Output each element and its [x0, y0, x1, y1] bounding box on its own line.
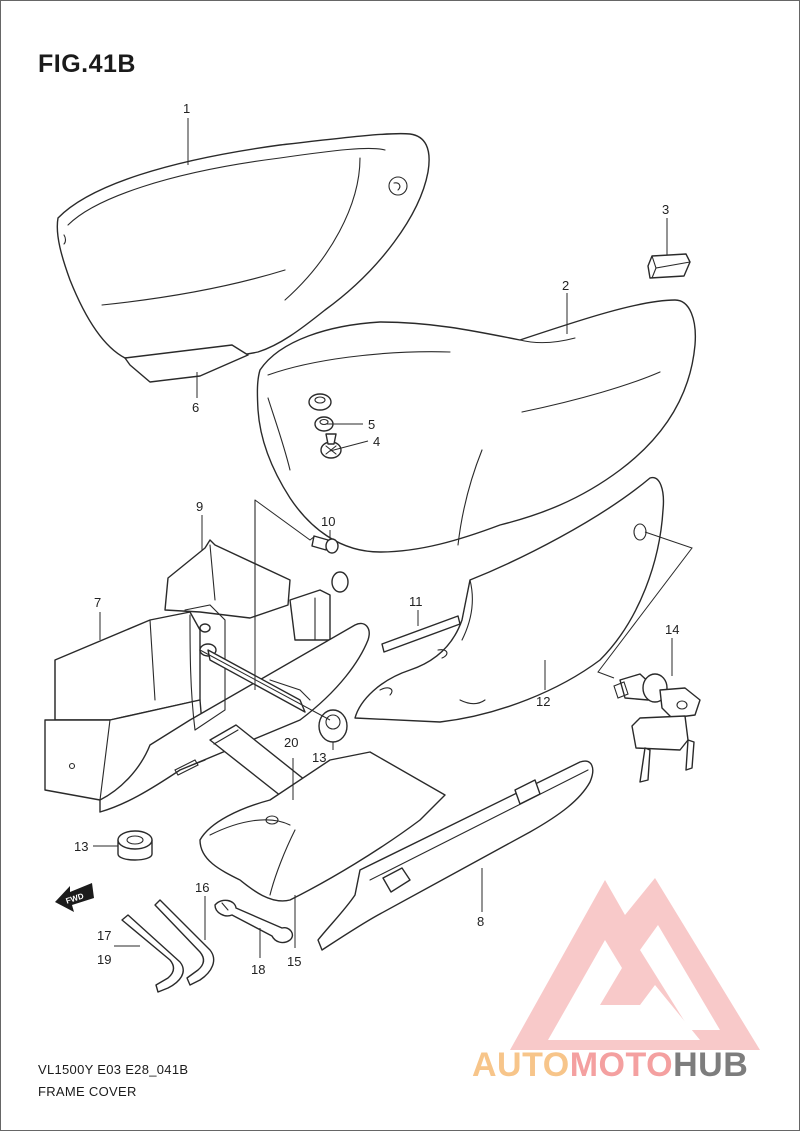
part-5-grommet[interactable] — [308, 393, 334, 432]
part-13-damper-upper[interactable] — [318, 709, 348, 743]
part-1-left-frame-cover[interactable] — [56, 132, 430, 383]
part-7-battery-box[interactable] — [44, 611, 206, 801]
watermark-moto: MOTO — [569, 1046, 674, 1084]
figure-title: FIG.41B — [38, 50, 136, 78]
callout-20: 20 — [284, 735, 298, 750]
callout-12: 12 — [536, 694, 550, 709]
callout-3: 3 — [662, 202, 669, 217]
callout-16: 16 — [195, 880, 209, 895]
callout-7: 7 — [94, 595, 101, 610]
section-name-label: FRAME COVER — [38, 1084, 137, 1099]
callout-11: 11 — [409, 594, 423, 609]
callout-14: 14 — [665, 622, 679, 637]
part-8-lower-side-cover[interactable] — [317, 760, 594, 951]
fwd-arrow-icon: FWD — [55, 883, 94, 912]
leader-lines — [93, 118, 693, 958]
callout-18: 18 — [251, 962, 265, 977]
part-13-damper-lower[interactable] — [117, 830, 153, 861]
callout-19: 19 — [97, 952, 111, 967]
callout-15: 15 — [287, 954, 301, 969]
callout-10: 10 — [321, 514, 335, 529]
part-18-open-end-wrench[interactable] — [214, 899, 294, 944]
part-3-cushion-block[interactable] — [647, 253, 691, 279]
callout-6: 6 — [192, 400, 199, 415]
part-14-seat-lock-set[interactable] — [613, 673, 701, 783]
part-4-screw[interactable] — [320, 433, 342, 459]
part-15-tool-bag[interactable] — [199, 751, 446, 902]
part-16-hex-wrench[interactable] — [154, 899, 215, 986]
watermark-logo-icon — [510, 878, 760, 1050]
callout-9: 9 — [196, 499, 203, 514]
callout-1: 1 — [183, 101, 190, 116]
callout-8: 8 — [477, 914, 484, 929]
watermark-hub: HUB — [673, 1046, 749, 1084]
part-2-right-frame-cover[interactable] — [256, 299, 697, 553]
callout-17: 17 — [97, 928, 111, 943]
callout-4: 4 — [373, 434, 380, 449]
battery-holder-tray[interactable] — [99, 604, 370, 813]
part-10-bolt[interactable] — [311, 535, 339, 554]
callout-13-upper: 13 — [312, 750, 326, 765]
callout-5: 5 — [368, 417, 375, 432]
callout-13-lower: 13 — [74, 839, 88, 854]
part-17-19-hex-wrench[interactable] — [121, 914, 184, 993]
callout-numbers: 1 2 3 4 5 6 7 8 9 10 11 12 13 13 14 15 1… — [74, 101, 679, 977]
model-code-label: VL1500Y E03 E28_041B — [38, 1062, 189, 1077]
part-9-battery-bracket[interactable] — [164, 499, 349, 641]
callout-2: 2 — [562, 278, 569, 293]
watermark-auto: AUTO — [472, 1046, 570, 1084]
watermark-text: AUTOMOTOHUB — [472, 1046, 748, 1085]
